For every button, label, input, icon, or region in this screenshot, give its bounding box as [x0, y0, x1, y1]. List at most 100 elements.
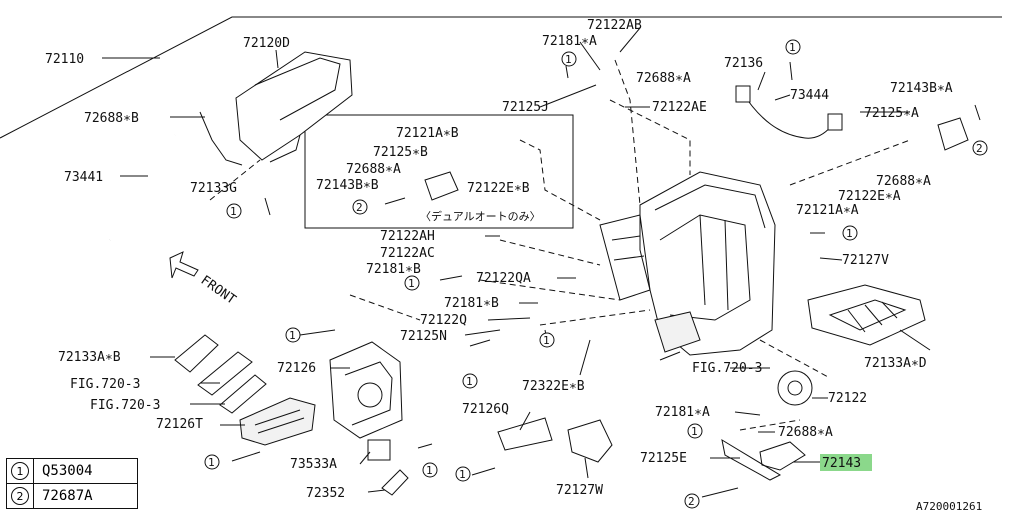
marker-2: 2	[352, 199, 368, 215]
label-72181a-top: 72181∗A	[542, 34, 597, 49]
marker-number: 2	[688, 495, 695, 508]
legend-row: 1 Q53004	[7, 459, 137, 483]
label-72121aa: 72121A∗A	[796, 203, 859, 218]
label-72136: 72136	[724, 56, 763, 71]
motor-72122[interactable]	[777, 370, 813, 406]
label-72125n: 72125N	[400, 329, 447, 344]
label-72122ae: 72122AE	[652, 100, 707, 115]
front-label: FRONT	[198, 273, 239, 308]
label-72120d: 72120D	[243, 36, 290, 51]
box-note: 〈デュアルオートのみ〉	[420, 209, 541, 223]
label-72110: 72110	[45, 52, 84, 67]
marker-number: 1	[230, 205, 237, 218]
label-72322eb: 72322E∗B	[522, 379, 585, 394]
marker-number: 2	[976, 142, 983, 155]
part-72127w[interactable]	[567, 419, 613, 463]
label-72126q: 72126Q	[462, 402, 509, 417]
marker-number: 1	[208, 456, 215, 469]
label-72126: 72126	[277, 361, 316, 376]
marker-number: 1	[789, 41, 796, 54]
dashed-leaders	[209, 59, 911, 431]
marker-1: 1	[285, 327, 301, 343]
legend-code: 72687A	[42, 488, 93, 504]
seals-72133ab[interactable]	[174, 334, 267, 414]
legend-mark: 2	[11, 487, 29, 505]
marker-number: 1	[466, 375, 473, 388]
marker-1: 1	[404, 275, 420, 291]
label-72125j: 72125J	[502, 100, 549, 115]
label-72181a-bot: 72181∗A	[655, 405, 710, 420]
harness-73444[interactable]	[735, 85, 843, 139]
marker-number: 1	[426, 464, 433, 477]
label-72133ad: 72133A∗D	[864, 356, 927, 371]
label-72143bb: 72143B∗B	[316, 178, 379, 193]
label-72125b: 72125∗B	[373, 145, 428, 160]
label-72143: 72143	[822, 456, 861, 471]
label-72122ea: 72122E∗A	[838, 189, 901, 204]
label-72122q: 72122Q	[420, 313, 467, 328]
label-73444: 73444	[790, 88, 829, 103]
marker-number: 1	[289, 329, 296, 342]
label-73533a: 73533A	[290, 457, 337, 472]
callout-leaders	[150, 27, 931, 493]
label-72127w: 72127W	[556, 483, 603, 498]
label-72181b-1: 72181∗B	[366, 262, 421, 277]
duct-72126t[interactable]	[239, 397, 316, 446]
marker-number: 1	[565, 53, 572, 66]
marker-1: 1	[687, 423, 703, 439]
marker-1: 1	[226, 203, 242, 219]
actuator-72143ba[interactable]	[937, 117, 969, 151]
label-72126t: 72126T	[156, 417, 203, 432]
legend-mark: 1	[11, 462, 29, 480]
label-72122ah: 72122AH	[380, 229, 435, 244]
label-72122eb: 72122E∗B	[467, 181, 530, 196]
label-72122: 72122	[828, 391, 867, 406]
marker-1: 1	[842, 225, 858, 241]
marker-1: 1	[462, 373, 478, 389]
front-arrow: FRONT	[169, 251, 239, 308]
label-72127v: 72127V	[842, 253, 889, 268]
marker-1: 1	[539, 332, 555, 348]
label-72133ab: 72133A∗B	[58, 350, 121, 365]
heater-unit[interactable]	[599, 171, 776, 356]
callout-labels: 72110 72120D 72688∗B 73441 72133G 72121A…	[45, 18, 982, 513]
label-72125e: 72125E	[640, 451, 687, 466]
label-72688a-top: 72688∗A	[636, 71, 691, 86]
hose-73441[interactable]	[108, 133, 176, 242]
label-72125a: 72125∗A	[864, 106, 919, 121]
label-72688a-right: 72688∗A	[876, 174, 931, 189]
circle-markers: 1 1 2 1 2 1 1 1 1 1 1 1 1 1 2	[204, 39, 988, 509]
marker-2: 2	[684, 493, 700, 509]
marker-number: 1	[846, 227, 853, 240]
marker-1: 1	[422, 462, 438, 478]
label-72181b-2: 72181∗B	[444, 296, 499, 311]
label-73441: 73441	[64, 170, 103, 185]
label-72133g: 72133G	[190, 181, 237, 196]
label-72688a-box: 72688∗A	[346, 162, 401, 177]
marker-1: 1	[785, 39, 801, 55]
blower-case-72126[interactable]	[329, 341, 403, 439]
label-72143ba: 72143B∗A	[890, 81, 953, 96]
part-72352[interactable]	[381, 469, 409, 496]
marker-number: 2	[356, 201, 363, 214]
label-72121ab: 72121A∗B	[396, 126, 459, 141]
filter-72133ad[interactable]	[807, 284, 926, 346]
duct-72120d[interactable]	[235, 49, 353, 163]
legend-row: 2 72687A	[7, 483, 137, 508]
bracket-72688b[interactable]	[170, 111, 243, 166]
label-72688b: 72688∗B	[84, 111, 139, 126]
part-72126q[interactable]	[497, 417, 553, 451]
fasteners	[231, 61, 981, 498]
label-72352: 72352	[306, 486, 345, 501]
actuator-72143[interactable]	[721, 438, 806, 481]
actuator-72143bb[interactable]	[424, 171, 459, 201]
part-73533a[interactable]	[367, 439, 391, 461]
label-72122ab: 72122AB	[587, 18, 642, 33]
drawing-id: A720001261	[916, 500, 982, 511]
fastener-legend: 1 Q53004 2 72687A	[6, 458, 138, 509]
label-fig720-3-a: FIG.720-3	[70, 377, 140, 392]
marker-number: 1	[408, 277, 415, 290]
label-fig720-3-b: FIG.720-3	[90, 398, 160, 413]
